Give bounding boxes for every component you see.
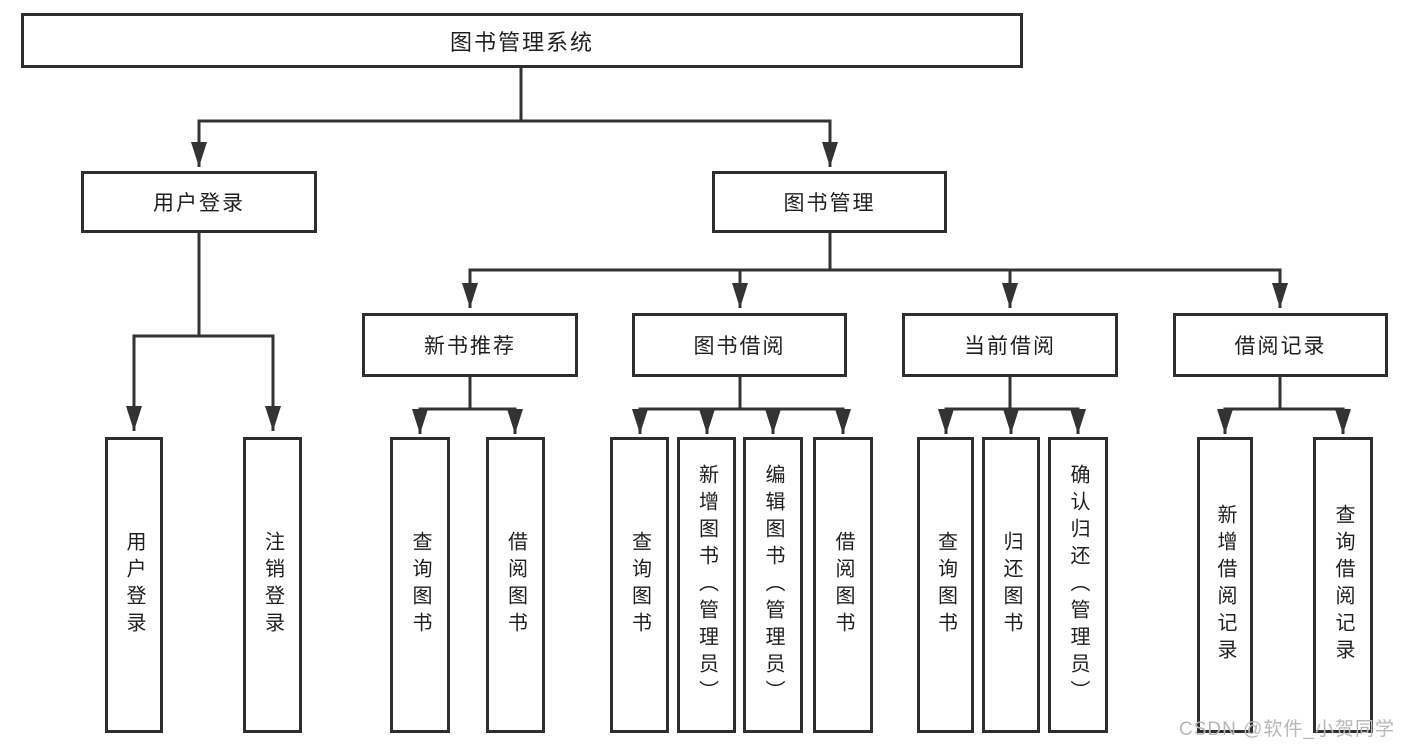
node-leaf-query-books-borrowing: 查询图书	[610, 437, 669, 733]
node-leaf-return-book: 归还图书	[982, 437, 1040, 733]
node-book-borrowing: 图书借阅	[632, 313, 847, 377]
node-root: 图书管理系统	[21, 13, 1023, 68]
node-leaf-query-books-recommend: 查询图书	[390, 437, 450, 733]
node-leaf-add-borrow-record: 新增借阅记录	[1197, 437, 1253, 733]
node-leaf-query-borrow-record: 查询借阅记录	[1313, 437, 1373, 733]
node-book-management-branch: 图书管理	[712, 171, 947, 233]
node-leaf-add-book-admin: 新增图书（管理员）	[677, 437, 736, 733]
node-leaf-edit-book-admin: 编辑图书（管理员）	[743, 437, 803, 733]
node-leaf-borrow-books: 借阅图书	[813, 437, 873, 733]
node-leaf-logout: 注销登录	[243, 437, 302, 733]
node-leaf-query-books-current: 查询图书	[917, 437, 974, 733]
node-new-book-recommend: 新书推荐	[362, 313, 578, 377]
node-user-login-branch: 用户登录	[81, 171, 317, 233]
node-leaf-user-login: 用户登录	[105, 437, 163, 733]
node-leaf-borrow-books-recommend: 借阅图书	[486, 437, 545, 733]
node-borrowing-records: 借阅记录	[1173, 313, 1388, 377]
csdn-watermark: CSDN @软件_小贺同学	[1179, 719, 1395, 740]
node-leaf-confirm-return-admin: 确认归还（管理员）	[1048, 437, 1108, 733]
node-current-borrowing: 当前借阅	[902, 313, 1118, 377]
